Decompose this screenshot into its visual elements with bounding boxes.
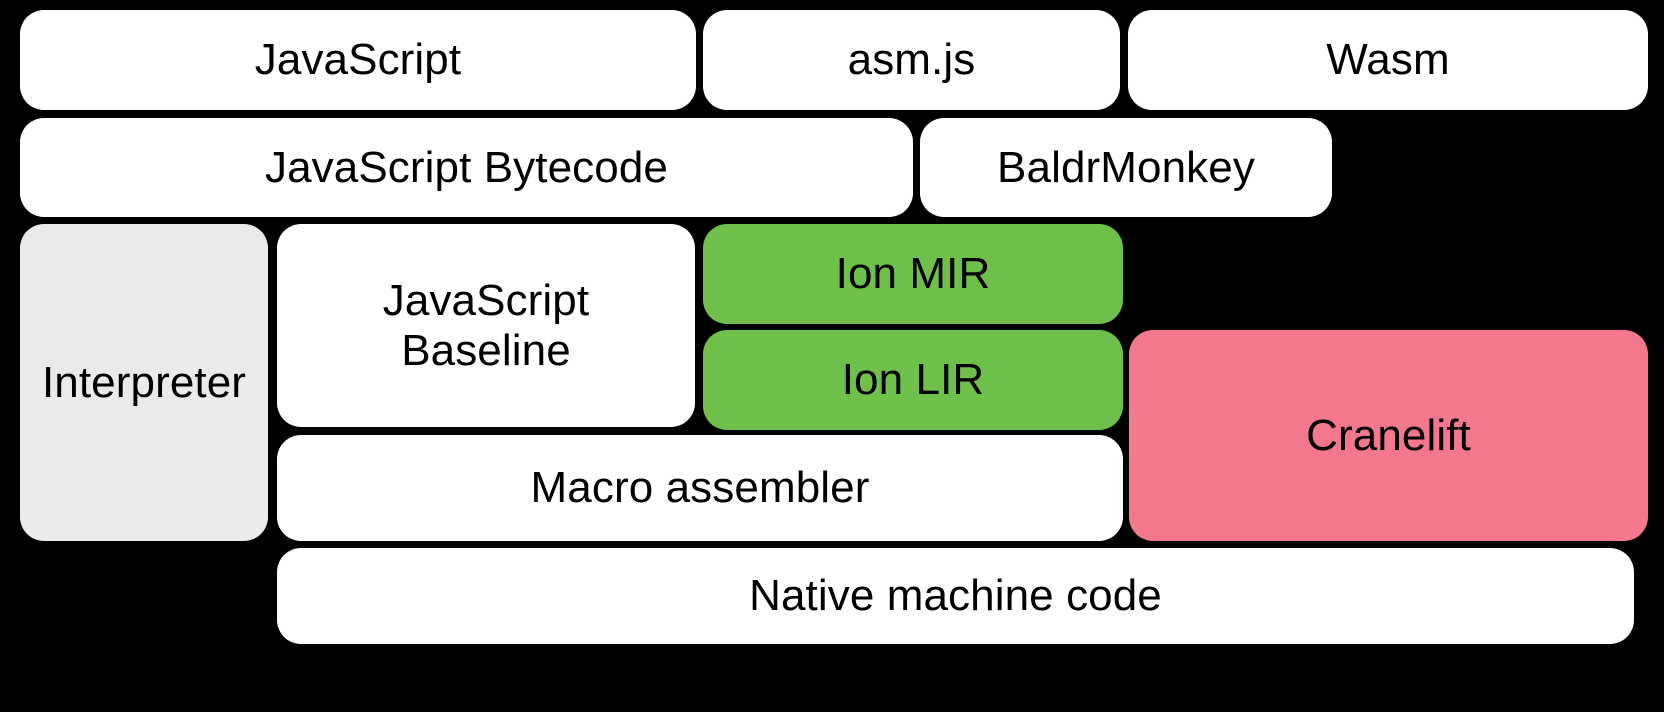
- node-ion-mir: Ion MIR: [703, 224, 1123, 324]
- node-macro-assembler: Macro assembler: [277, 435, 1123, 541]
- node-asmjs: asm.js: [703, 10, 1120, 110]
- node-interpreter: Interpreter: [20, 224, 268, 541]
- node-native-machine-code: Native machine code: [277, 548, 1634, 644]
- node-ion-lir: Ion LIR: [703, 330, 1123, 430]
- node-baldrmonkey: BaldrMonkey: [920, 118, 1332, 217]
- node-javascript-bytecode: JavaScript Bytecode: [20, 118, 913, 217]
- node-cranelift: Cranelift: [1129, 330, 1648, 541]
- node-javascript: JavaScript: [20, 10, 696, 110]
- node-wasm: Wasm: [1128, 10, 1648, 110]
- node-javascript-baseline: JavaScript Baseline: [277, 224, 695, 427]
